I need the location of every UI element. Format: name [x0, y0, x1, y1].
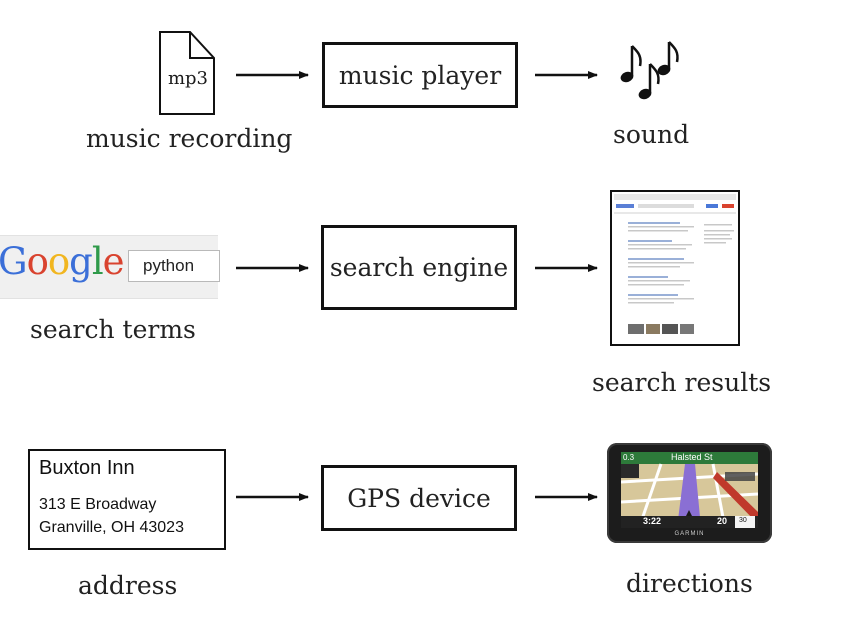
address-caption: address — [78, 571, 178, 600]
arrow-to-music-player — [236, 71, 309, 79]
address-card: Buxton Inn 313 E Broadway Granville, OH … — [28, 449, 226, 550]
mp3-file-icon — [158, 30, 216, 116]
arrow-to-search-results — [535, 264, 598, 272]
search-results-caption: search results — [592, 368, 772, 397]
gps-device-icon: Halsted St 0.3 3:22 20 30 GARMIN — [607, 443, 772, 543]
search-input[interactable]: python — [128, 250, 220, 282]
gps-distance: 0.3 — [623, 453, 635, 462]
gps-brand-label: GARMIN — [674, 531, 705, 537]
arrow-to-directions — [535, 493, 598, 501]
sound-caption: sound — [613, 120, 690, 149]
search-input-value: python — [143, 256, 195, 275]
arrow-to-sound — [535, 71, 598, 79]
gps-device-box: GPS device — [321, 465, 517, 531]
search-engine-box: search engine — [321, 225, 517, 310]
google-logo: Google — [0, 240, 125, 283]
address-line-1: 313 E Broadway — [39, 496, 157, 513]
gps-time: 3:22 — [643, 516, 662, 526]
music-recording-caption: music recording — [86, 124, 293, 153]
search-terms-caption: search terms — [30, 315, 196, 344]
search-results-page-icon — [610, 190, 740, 346]
arrow-to-search-engine — [236, 264, 309, 272]
gps-speed-limit: 30 — [739, 517, 747, 524]
music-player-box: music player — [322, 42, 518, 108]
music-notes-icon — [618, 40, 680, 102]
gps-street-label: Halsted St — [671, 452, 713, 462]
mp3-file-label: mp3 — [167, 68, 209, 89]
address-name: Buxton Inn — [39, 457, 135, 479]
directions-caption: directions — [626, 569, 753, 598]
arrow-to-gps-device — [236, 493, 309, 501]
gps-speed: 20 — [717, 516, 728, 526]
address-line-2: Granville, OH 43023 — [39, 519, 184, 536]
gps-map-screen — [621, 452, 758, 528]
